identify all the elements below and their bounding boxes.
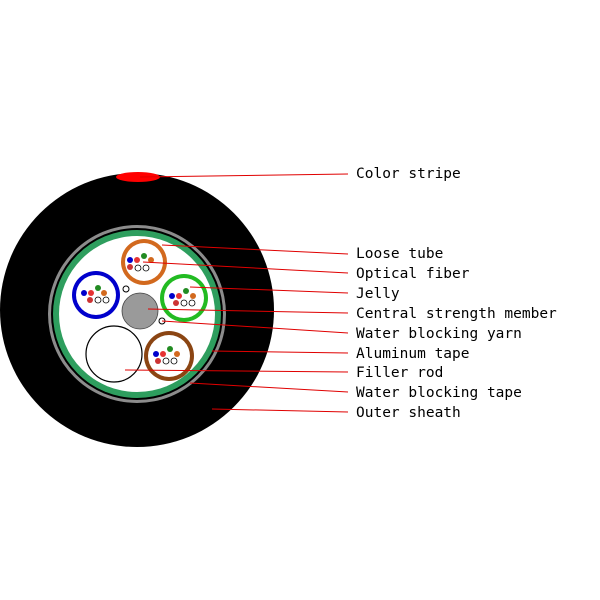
label-loose-tube: Loose tube (356, 246, 444, 262)
optical-fiber (94, 296, 102, 304)
optical-fiber (134, 264, 142, 272)
leader-line-water-blocking-tape (189, 382, 349, 393)
optical-fiber (127, 264, 133, 270)
filler-rod (85, 325, 143, 383)
label-central-strength-member: Central strength member (356, 306, 557, 322)
optical-fiber-group (127, 253, 154, 272)
optical-fiber-group (153, 346, 180, 365)
optical-fiber (141, 253, 147, 259)
label-water-blocking-tape: Water blocking tape (356, 385, 522, 401)
leader-lines (124, 173, 349, 413)
optical-fiber (87, 297, 93, 303)
optical-fiber (190, 293, 196, 299)
label-optical-fiber: Optical fiber (356, 266, 470, 282)
optical-fiber-group (81, 285, 110, 304)
loose-tube-brown (144, 331, 194, 381)
leader-line-filler-rod (124, 369, 349, 373)
optical-fiber (170, 357, 178, 365)
optical-fiber (102, 296, 110, 304)
water-blocking-yarn (122, 285, 130, 293)
leader-line-aluminum-tape (211, 350, 349, 354)
label-aluminum-tape: Aluminum tape (356, 346, 470, 362)
optical-fiber (167, 346, 173, 352)
label-color-stripe: Color stripe (356, 166, 461, 182)
leader-line-water-blocking-yarn (161, 320, 349, 334)
optical-fiber (101, 290, 107, 296)
leader-line-jelly (189, 286, 349, 294)
optical-fiber (183, 288, 189, 294)
optical-fiber (155, 358, 161, 364)
loose-tube-blue (72, 271, 120, 319)
optical-fiber (134, 257, 140, 263)
optical-fiber (180, 299, 188, 307)
optical-fiber (162, 357, 170, 365)
label-jelly: Jelly (356, 286, 400, 302)
label-filler-rod: Filler rod (356, 365, 444, 381)
optical-fiber (160, 351, 166, 357)
optical-fiber (153, 351, 159, 357)
optical-fiber (142, 264, 150, 272)
optical-fiber (127, 257, 133, 263)
optical-fiber (81, 290, 87, 296)
optical-fiber (174, 351, 180, 357)
optical-fiber (95, 285, 101, 291)
leader-line-optical-fiber (142, 261, 349, 274)
central-strength-member (121, 292, 159, 330)
optical-fiber (176, 293, 182, 299)
optical-fiber (173, 300, 179, 306)
optical-fiber (88, 290, 94, 296)
leader-line-color-stripe (139, 173, 349, 178)
leader-line-outer-sheath (211, 408, 349, 413)
optical-fiber (188, 299, 196, 307)
loose-tube-green (160, 274, 208, 322)
leader-line-loose-tube (161, 244, 349, 255)
optical-fiber (148, 257, 154, 263)
label-outer-sheath: Outer sheath (356, 405, 461, 421)
leader-line-central-strength-member (147, 308, 349, 314)
optical-fiber-group (169, 288, 196, 307)
color-stripe (116, 172, 160, 182)
label-water-blocking-yarn: Water blocking yarn (356, 326, 522, 342)
optical-fiber (169, 293, 175, 299)
